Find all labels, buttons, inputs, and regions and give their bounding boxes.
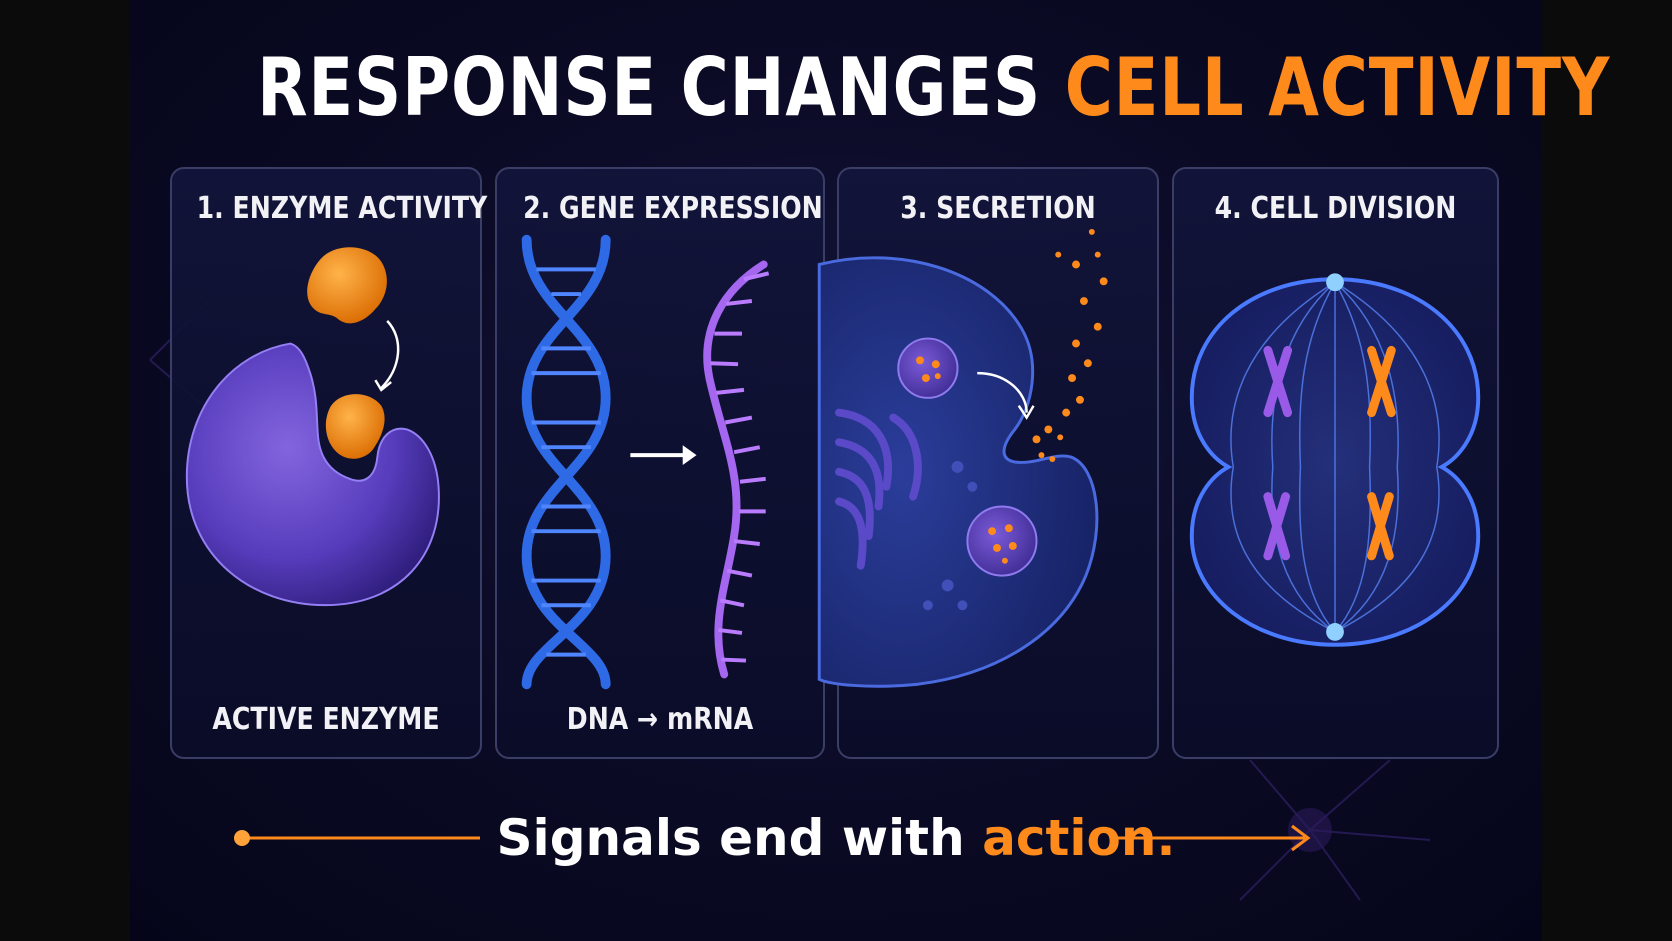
panel-title: 3. SECRETION: [900, 191, 1096, 226]
infographic-canvas: RESPONSE CHANGES CELL ACTIVITY 1. ENZYME…: [130, 0, 1609, 941]
panel-enzyme-activity: 1. ENZYME ACTIVITY ACTIVE ENZYME: [170, 167, 488, 759]
footer-arrow-right: [1110, 824, 1311, 852]
panel-caption: DNA → mRNA: [566, 702, 754, 737]
footer-text-main: Signals end with: [496, 809, 965, 867]
secreting-cell-icon: [817, 228, 1108, 688]
panel-title: 4. CELL DIVISION: [1214, 191, 1457, 226]
footer-banner: Signals end with action.: [130, 800, 1542, 876]
dna-mrna-icon: [521, 234, 770, 690]
dividing-cell-icon: [1189, 273, 1481, 647]
title-part-orange: CELL ACTIVITY: [1064, 41, 1611, 134]
page-title: RESPONSE CHANGES CELL ACTIVITY: [257, 38, 1609, 138]
panel-title: 1. ENZYME ACTIVITY: [196, 191, 488, 226]
title-part-white: RESPONSE CHANGES: [257, 41, 1042, 134]
panel-secretion: 3. SECRETION: [817, 167, 1159, 759]
panel-title: 2. GENE EXPRESSION: [523, 191, 823, 226]
enzyme-substrate-icon: [185, 247, 440, 607]
panel-gene-expression: 2. GENE EXPRESSION: [495, 167, 825, 759]
panel-caption: ACTIVE ENZYME: [212, 702, 440, 737]
footer-line-left: [234, 830, 480, 846]
panel-cell-division: 4. CELL DIVISION: [1172, 167, 1499, 759]
